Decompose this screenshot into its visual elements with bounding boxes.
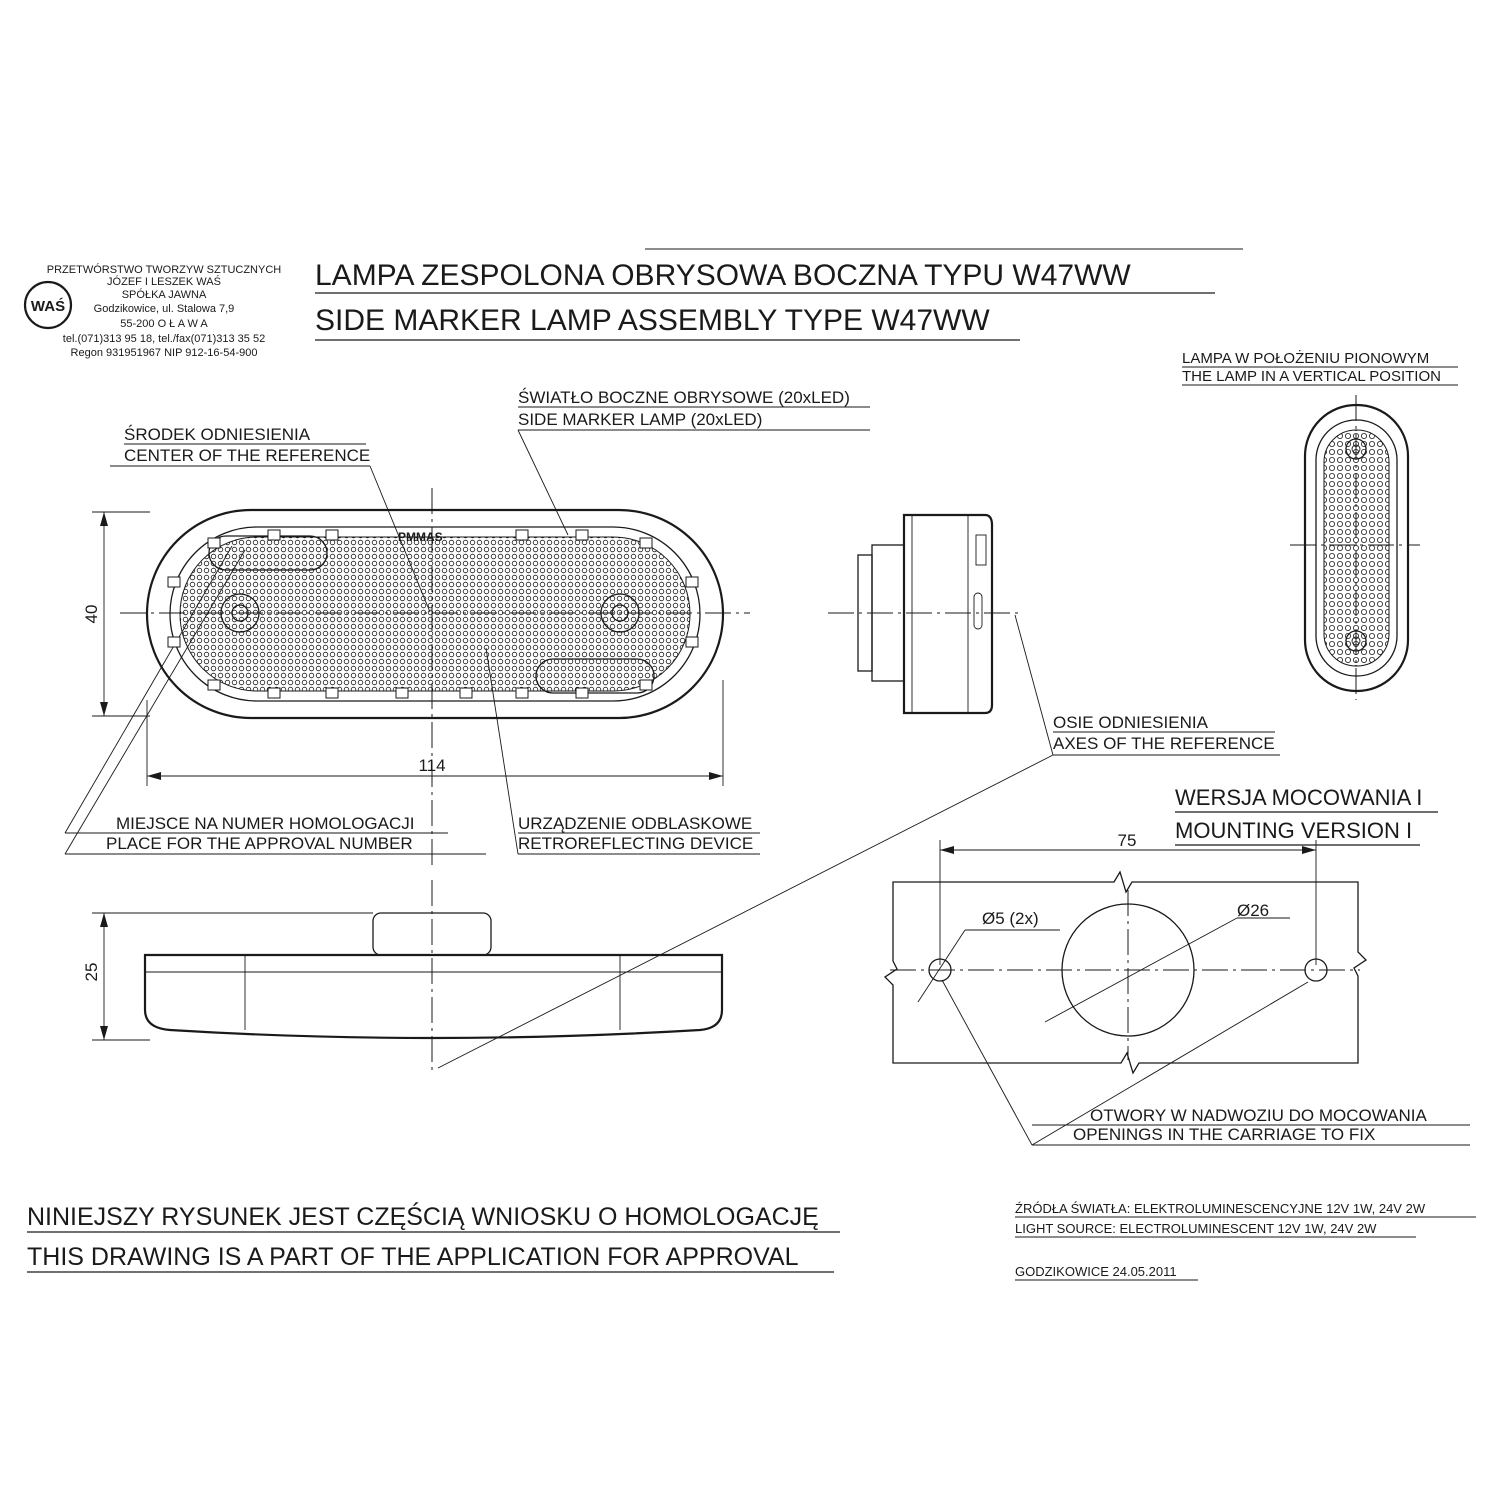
company-logo-text: WAŚ bbox=[31, 297, 65, 315]
callout-vertical-position: LAMPA W POŁOŻENIU PIONOWYM THE LAMP IN A… bbox=[1182, 349, 1458, 386]
holes-label-en: OPENINGS IN THE CARRIAGE TO FIX bbox=[1073, 1125, 1375, 1144]
light-source-en: LIGHT SOURCE: ELECTROLUMINESCENT 12V 1W,… bbox=[1015, 1221, 1377, 1236]
vertical-label-pl: LAMPA W POŁOŻENIU PIONOWYM bbox=[1182, 349, 1429, 367]
drawing-title: LAMPA ZESPOLONA OBRYSOWA BOCZNA TYPU W47… bbox=[315, 248, 1243, 341]
side-view bbox=[828, 513, 1020, 715]
callout-side-marker: ŚWIATŁO BOCZNE OBRYSOWE (20xLED) SIDE MA… bbox=[517, 388, 870, 536]
vertical-view bbox=[1290, 395, 1420, 700]
callout-retroreflector: URZĄDZENIE ODBLASKOWE RETROREFLECTING DE… bbox=[485, 647, 760, 855]
lamp-inner-rim bbox=[169, 526, 701, 702]
led-markers bbox=[167, 529, 699, 699]
center-label-en: CENTER OF THE REFERENCE bbox=[124, 446, 370, 465]
company-name: PRZETWÓRSTWO TWORZYW SZTUCZNYCH bbox=[47, 263, 281, 276]
dimension-hole: Ø5 (2x) bbox=[982, 909, 1039, 928]
approval-number-area-2 bbox=[535, 658, 655, 694]
lamp-logo-text: PMMAS bbox=[398, 530, 443, 544]
title-pl: LAMPA ZESPOLONA OBRYSOWA BOCZNA TYPU W47… bbox=[315, 259, 1131, 292]
callout-center-reference: ŚRODEK ODNIESIENIA CENTER OF THE REFEREN… bbox=[110, 425, 431, 613]
company-regon: Regon 931951967 NIP 912-16-54-900 bbox=[71, 347, 258, 359]
mounting-plate: 75 Ø5 (2x) Ø26 bbox=[883, 831, 1368, 1075]
axes-label-en: AXES OF THE REFERENCE bbox=[1053, 734, 1275, 753]
company-phone: tel.(071)313 95 18, tel./fax(071)313 35 … bbox=[63, 333, 265, 345]
title-en: SIDE MARKER LAMP ASSEMBLY TYPE W47WW bbox=[315, 304, 990, 337]
axes-label-pl: OSIE ODNIESIENIA bbox=[1053, 713, 1209, 732]
mount-label-pl: WERSJA MOCOWANIA I bbox=[1175, 785, 1422, 810]
marker-label-pl: ŚWIATŁO BOCZNE OBRYSOWE (20xLED) bbox=[518, 388, 850, 407]
center-label-pl: ŚRODEK ODNIESIENIA bbox=[124, 425, 311, 444]
dimension-spacing: 75 bbox=[1118, 831, 1137, 850]
footer: NINIEJSZY RYSUNEK JEST CZĘŚCIĄ WNIOSKU O… bbox=[27, 1201, 1476, 1281]
retroreflector-surface bbox=[179, 536, 691, 692]
company-city: 55-200 O Ł A W A bbox=[120, 318, 208, 330]
callout-fixing-openings: OTWORY W NADWOZIU DO MOCOWANIA OPENINGS … bbox=[941, 979, 1470, 1146]
light-source-pl: ŹRÓDŁA ŚWIATŁA: ELEKTROLUMINESCENCYJNE 1… bbox=[1015, 1201, 1426, 1216]
approval-label-pl: MIEJSCE NA NUMER HOMOLOGACJI bbox=[116, 814, 414, 833]
place-date: GODZIKOWICE 24.05.2011 bbox=[1015, 1264, 1177, 1279]
company-type: SPÓŁKA JAWNA bbox=[122, 288, 207, 301]
vertical-label-en: THE LAMP IN A VERTICAL POSITION bbox=[1182, 368, 1441, 385]
lamp-outer-body bbox=[145, 508, 725, 720]
mount-label-en: MOUNTING VERSION I bbox=[1175, 818, 1412, 843]
dimension-height: 40 bbox=[82, 605, 101, 624]
approval-label-en: PLACE FOR THE APPROVAL NUMBER bbox=[106, 834, 413, 853]
dimension-center-hole: Ø26 bbox=[1237, 901, 1269, 920]
callout-mounting-version: WERSJA MOCOWANIA I MOUNTING VERSION I bbox=[1175, 785, 1438, 846]
holes-label-pl: OTWORY W NADWOZIU DO MOCOWANIA bbox=[1090, 1106, 1427, 1125]
statement-pl: NINIEJSZY RYSUNEK JEST CZĘŚCIĄ WNIOSKU O… bbox=[27, 1201, 819, 1231]
company-street: Godzikowice, ul. Stalowa 7,9 bbox=[94, 303, 235, 315]
retro-label-pl: URZĄDZENIE ODBLASKOWE bbox=[518, 814, 752, 833]
marker-label-en: SIDE MARKER LAMP (20xLED) bbox=[518, 410, 762, 429]
dimension-width: 114 bbox=[418, 756, 445, 775]
statement-en: THIS DRAWING IS A PART OF THE APPLICATIO… bbox=[27, 1243, 799, 1271]
company-owners: JÓZEF I LESZEK WAŚ bbox=[107, 275, 221, 288]
retro-label-en: RETROREFLECTING DEVICE bbox=[518, 834, 753, 853]
dimension-depth: 25 bbox=[82, 963, 101, 982]
callout-reference-axes: OSIE ODNIESIENIA AXES OF THE REFERENCE bbox=[437, 614, 1280, 1069]
front-view: PMMAS 40 114 bbox=[82, 488, 750, 870]
profile-view: 25 bbox=[82, 880, 724, 1075]
company-logo: WAŚ bbox=[23, 280, 73, 330]
company-header: WAŚ PRZETWÓRSTWO TWORZYW SZTUCZNYCH JÓZE… bbox=[23, 263, 281, 359]
